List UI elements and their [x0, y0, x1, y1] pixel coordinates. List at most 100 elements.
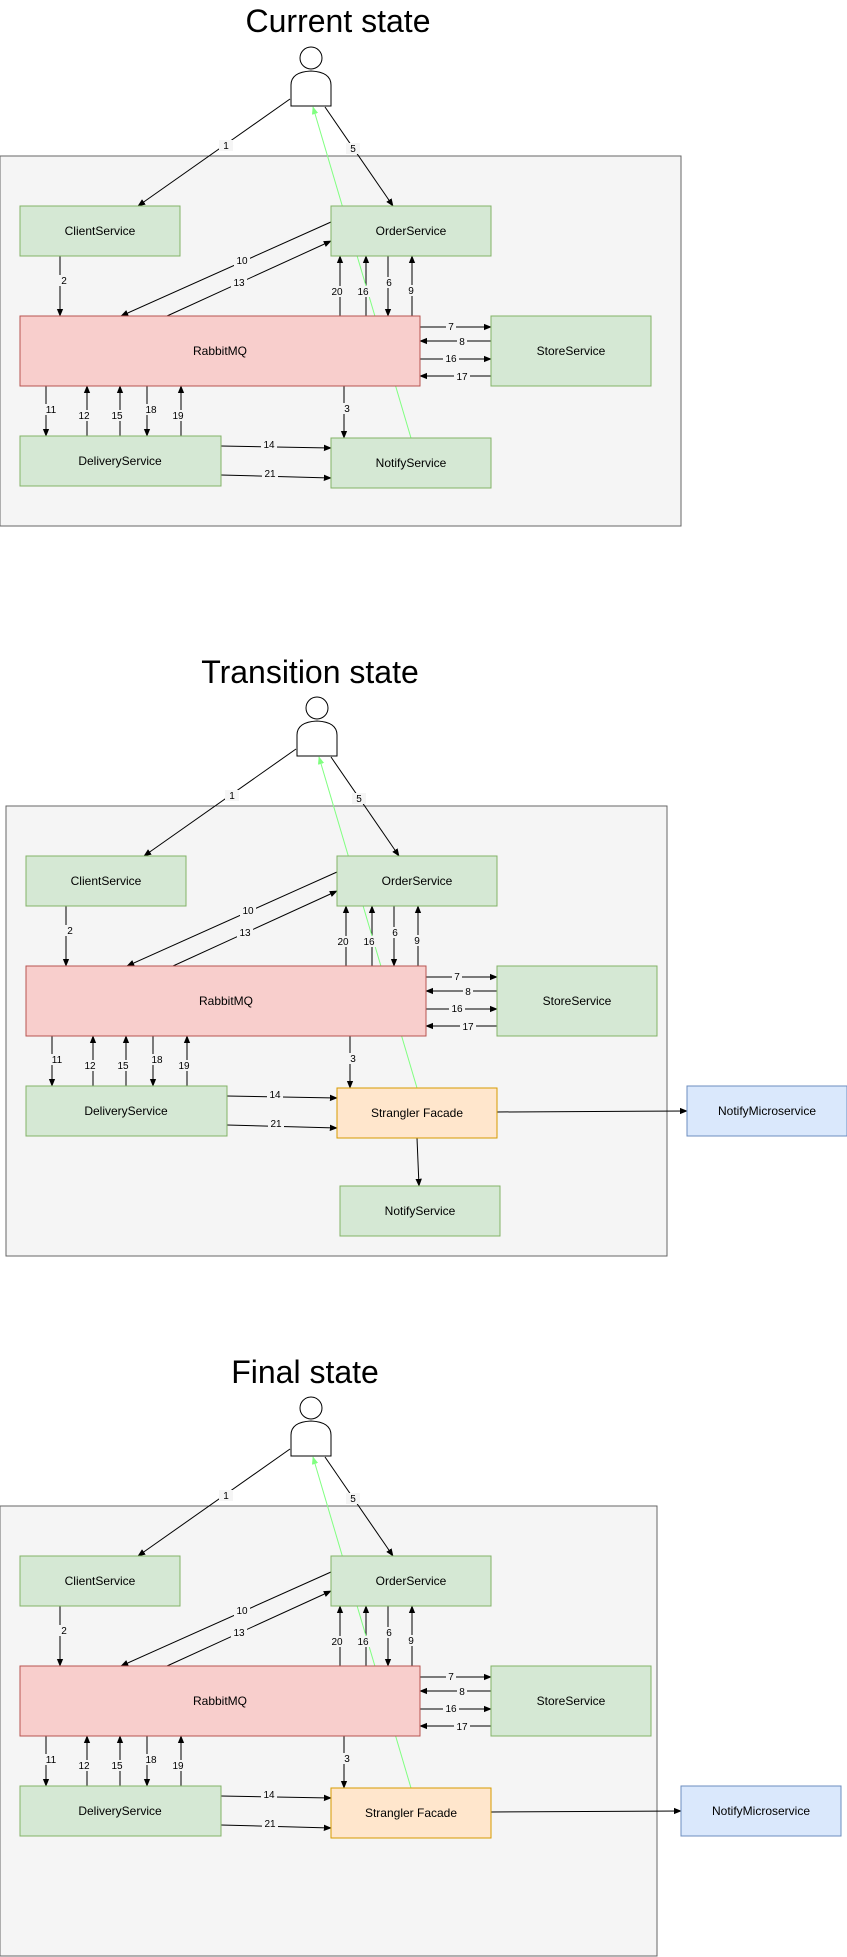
edge-label: 16 [363, 937, 375, 948]
edge-label: 14 [269, 1090, 281, 1101]
order-service-label: OrderService [376, 1574, 447, 1588]
edge-label: 11 [52, 1055, 63, 1066]
strangler-facade-label: Strangler Facade [371, 1106, 463, 1120]
store-service-label: StoreService [543, 994, 612, 1008]
edge-label: 8 [459, 337, 465, 348]
rabbitmq-box [19, 1665, 421, 1737]
notify-microservice-box [686, 1085, 847, 1137]
edge-label: 12 [84, 1061, 96, 1072]
edge-label: 1 [223, 1491, 229, 1502]
section-title: Transition state [201, 654, 419, 690]
edge-label: 1 [229, 791, 235, 802]
notify-service-box [339, 1185, 501, 1237]
edge-label: 10 [236, 256, 248, 267]
edge-label: 10 [242, 906, 254, 917]
edge-label: 1 [223, 141, 229, 152]
order-service-box [330, 1555, 492, 1607]
edge-label: 8 [459, 1687, 465, 1698]
edge-label: 9 [408, 286, 414, 297]
edge-label: 20 [331, 1637, 343, 1648]
edge-label: 12 [78, 411, 90, 422]
order-service-label: OrderService [376, 224, 447, 238]
edge-label: 17 [456, 1722, 468, 1733]
store-service-label: StoreService [537, 1694, 606, 1708]
client-service-label: ClientService [65, 1574, 136, 1588]
delivery-service-label: DeliveryService [84, 1104, 168, 1118]
user-icon [290, 46, 332, 107]
edge-label: 16 [451, 1004, 463, 1015]
section-final-state: Final state [0, 1354, 842, 1957]
edge-label: 3 [350, 1054, 356, 1065]
edge-label: 14 [263, 1790, 275, 1801]
edge-label: 14 [263, 440, 275, 451]
edge-label: 2 [61, 1626, 67, 1637]
edge-label: 3 [344, 404, 350, 415]
client-service-box [19, 1555, 181, 1607]
edge-label: 16 [445, 1704, 457, 1715]
edge-label: 2 [67, 926, 73, 937]
edge-label: 16 [445, 354, 457, 365]
edge-label: 5 [350, 1494, 356, 1505]
edge-label: 13 [233, 278, 245, 289]
edge-label: 19 [172, 1761, 184, 1772]
edge-label: 18 [151, 1055, 163, 1066]
client-service-box [19, 205, 181, 257]
notify-service-box [330, 437, 492, 489]
edge-label: 6 [386, 1628, 392, 1639]
store-service-box [496, 965, 658, 1037]
strangler-facade-box [336, 1087, 498, 1139]
edge-label: 21 [264, 469, 276, 480]
rabbitmq-box [19, 315, 421, 387]
notify-service-label: NotifyService [385, 1204, 456, 1218]
rabbitmq-label: RabbitMQ [193, 344, 247, 358]
rabbitmq-label: RabbitMQ [199, 994, 253, 1008]
edge-labels: 1 5 2 10 13 20 16 6 9 7 8 16 17 11 12 15… [49, 790, 476, 1130]
edge-label: 9 [414, 936, 420, 947]
notify-service-label: NotifyService [376, 456, 447, 470]
section-current-state: Current state [0, 3, 682, 527]
delivery-service-box [19, 1785, 222, 1837]
edge-label: 17 [456, 372, 468, 383]
edge-label: 6 [386, 278, 392, 289]
section-title: Final state [231, 1354, 379, 1390]
edge-label: 6 [392, 928, 398, 939]
edge-label: 7 [448, 322, 454, 333]
delivery-service-label: DeliveryService [78, 1804, 162, 1818]
edge-label: 16 [357, 287, 369, 298]
edge-label: 7 [454, 972, 460, 983]
edge-labels: 1 5 2 10 13 20 16 6 9 7 8 16 17 11 12 15… [43, 140, 470, 480]
edge-label: 8 [465, 987, 471, 998]
edge-label: 19 [172, 411, 184, 422]
delivery-service-box [25, 1085, 228, 1137]
edge-label: 9 [408, 1636, 414, 1647]
edge-label: 16 [357, 1637, 369, 1648]
strangler-facade-label: Strangler Facade [365, 1806, 457, 1820]
store-service-label: StoreService [537, 344, 606, 358]
client-service-box [25, 855, 187, 907]
edge-label: 15 [117, 1061, 129, 1072]
store-service-box [490, 315, 652, 387]
edge-label: 13 [239, 928, 251, 939]
delivery-service-label: DeliveryService [78, 454, 162, 468]
edge-label: 7 [448, 1672, 454, 1683]
edge-label: 21 [264, 1819, 276, 1830]
section-transition-state: Transition state [5, 654, 847, 1257]
edge-label: 18 [145, 1755, 157, 1766]
client-service-label: ClientService [65, 224, 136, 238]
edge-label: 13 [233, 1628, 245, 1639]
rabbitmq-box [25, 965, 427, 1037]
edge-label: 2 [61, 276, 67, 287]
notify-microservice-label: NotifyMicroservice [712, 1804, 810, 1818]
user-icon [296, 696, 338, 757]
delivery-service-box [19, 435, 222, 487]
edge-label: 15 [111, 411, 123, 422]
edge-label: 3 [344, 1754, 350, 1765]
order-service-box [330, 205, 492, 257]
section-title: Current state [246, 3, 431, 39]
notify-microservice-label: NotifyMicroservice [718, 1104, 816, 1118]
store-service-box [490, 1665, 652, 1737]
order-service-label: OrderService [382, 874, 453, 888]
edge-label: 11 [46, 1755, 57, 1766]
edge-label: 5 [356, 794, 362, 805]
